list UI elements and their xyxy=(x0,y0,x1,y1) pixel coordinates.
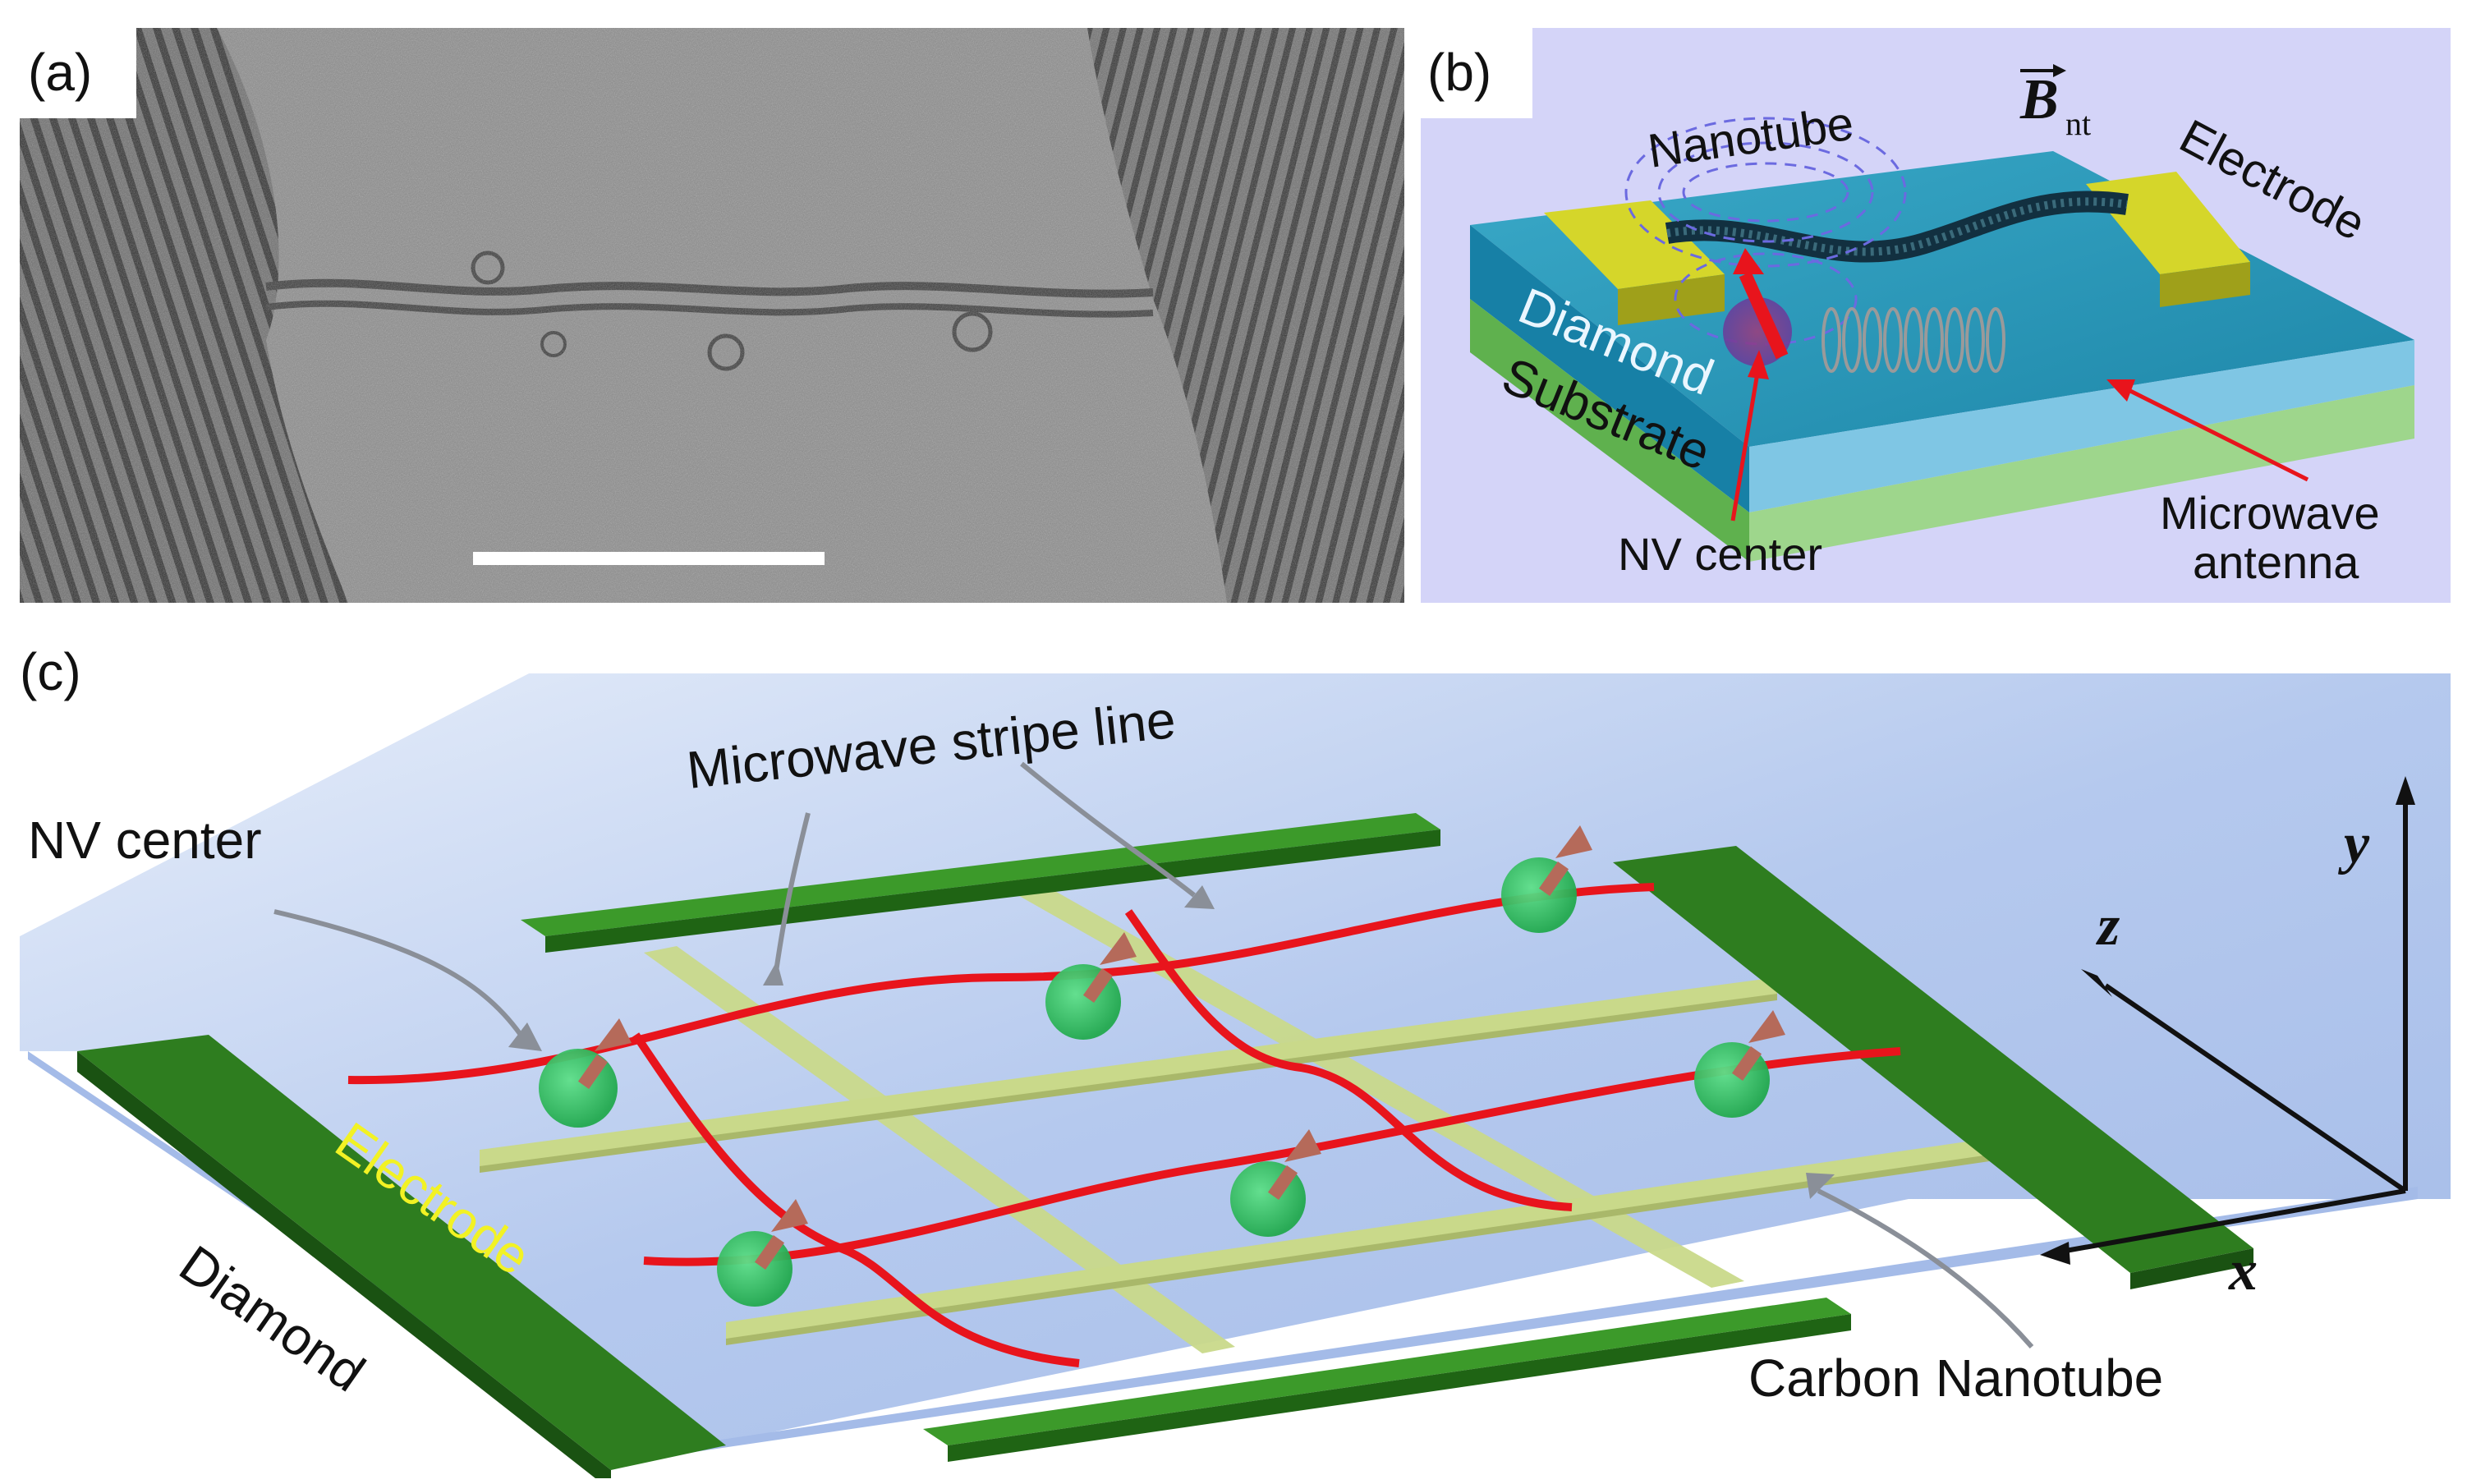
coordinate-axes xyxy=(2056,797,2408,1255)
microwave-antenna-coil xyxy=(1822,307,2005,373)
axis-z-label: z xyxy=(2096,894,2120,958)
microwave-label-line1: Microwave xyxy=(2160,487,2380,539)
field-symbol: B xyxy=(2019,68,2059,131)
microwave-stripe-lines xyxy=(480,872,2024,1353)
panel-b-label: (b) xyxy=(1427,43,1491,102)
carbon-nanotube-label: Carbon Nanotube xyxy=(1748,1348,2163,1408)
pointer-arrows xyxy=(273,761,2034,1348)
field-subscript: nt xyxy=(2065,105,2091,142)
nv-spin-arrow xyxy=(1739,271,1789,360)
axis-x-label: x xyxy=(2228,1239,2258,1303)
electrode-left xyxy=(1544,200,1725,289)
microwave-label-line2: antenna xyxy=(2193,536,2359,588)
electrode-bottom xyxy=(923,1298,1851,1445)
nv-center-label: NV center xyxy=(1618,528,1822,580)
tem-micrograph: (a) xyxy=(20,28,1404,603)
diamond-front-face xyxy=(1470,225,1749,512)
nv-center-label: NV center xyxy=(28,811,262,870)
axis-y-label: y xyxy=(2338,812,2370,875)
electrode-right xyxy=(1613,846,2253,1273)
panel-c: (c) xyxy=(20,624,2451,1478)
diamond-right-face xyxy=(1749,340,2414,512)
carbon-nanotubes xyxy=(347,883,1901,1367)
panel-a: (a) xyxy=(20,28,1404,603)
electrode-top xyxy=(521,813,1440,936)
nv-spin-arrows xyxy=(577,825,1785,1270)
panel-a-label-bg xyxy=(20,28,136,118)
panel-b: (b) xyxy=(1421,28,2451,603)
substrate-front-face xyxy=(1470,299,1749,562)
substrate-right-face xyxy=(1749,385,2414,562)
panel-a-label: (a) xyxy=(28,43,92,102)
panel-c-label: (c) xyxy=(20,642,81,701)
device-schematic: (b) xyxy=(1421,28,2451,603)
electrode-left xyxy=(77,1035,726,1470)
nv-centers xyxy=(539,857,1770,1307)
scale-bar xyxy=(473,552,825,565)
panel-b-label-bg xyxy=(1421,28,1532,118)
antenna-pointer xyxy=(2125,387,2309,482)
nv-center-pointer xyxy=(1730,372,1760,521)
array-schematic: (c) xyxy=(20,624,2451,1478)
